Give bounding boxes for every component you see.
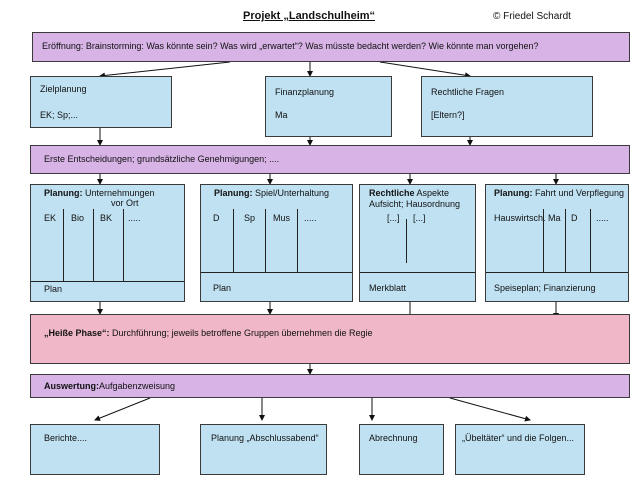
column-label: BK (100, 213, 113, 223)
column-divider (543, 209, 544, 272)
column-divider (93, 209, 94, 282)
legal-questions-title: Rechtliche Fragen (431, 87, 505, 97)
outcome-reports-text: Berichte.... (44, 433, 88, 443)
column-label: D (213, 213, 220, 223)
planning-games-footer: Plan (213, 283, 232, 293)
planning-excursions-footer: Plan (44, 284, 63, 294)
planning-excursions-box: Planung: Unternehmungen vor Ort EK Bio B… (30, 184, 185, 302)
column-label: ..... (128, 213, 141, 223)
page-title: Projekt „Landschulheim“ (243, 10, 376, 22)
column-label: [...] (387, 213, 400, 223)
planning-travel-heading: Planung: Fahrt und Verpflegung (494, 188, 625, 198)
legal-questions-box: Rechtliche Fragen [Eltern?] (421, 76, 593, 137)
outcome-reports-box: Berichte.... (30, 424, 160, 475)
column-divider (590, 209, 591, 272)
hot-phase-text: „Heiße Phase“: Durchführung; jeweils bet… (44, 328, 373, 338)
legal-questions-sub: [Eltern?] (431, 110, 465, 120)
planning-games-box: Planung: Spiel/Unterhaltung D Sp Mus ...… (200, 184, 353, 302)
column-divider (233, 209, 234, 272)
finance-planning-title: Finanzplanung (275, 87, 335, 97)
outcome-accounting-box: Abrechnung (359, 424, 444, 475)
column-label: EK (44, 213, 57, 223)
legal-aspects-box: Rechtliche Aspekte Aufsicht; Hausordnung… (359, 184, 476, 302)
column-label: Mus (273, 213, 291, 223)
planning-travel-footer: Speiseplan; Finanzierung (494, 283, 596, 293)
legal-aspects-heading: Rechtliche Aspekte (369, 188, 450, 198)
planning-excursions-heading: Planung: Unternehmungen (44, 188, 155, 198)
finance-planning-box: Finanzplanung Ma (265, 76, 392, 137)
column-label: ..... (596, 213, 609, 223)
column-label: Hauswirtsch. (494, 213, 546, 223)
decisions-text: Erste Entscheidungen; grundsätzliche Gen… (44, 154, 280, 164)
column-label: Ma (548, 213, 561, 223)
footer-divider (486, 272, 628, 273)
column-label: ..... (304, 213, 317, 223)
footer-divider (360, 272, 475, 273)
finance-planning-sub: Ma (275, 110, 288, 120)
evaluation-text: Auswertung:Aufgabenzweisung (44, 381, 176, 391)
outcome-wrongdoers-text: „Übeltäter“ und die Folgen... (462, 433, 575, 443)
column-label: [...] (413, 213, 426, 223)
outcome-wrongdoers-box: „Übeltäter“ und die Folgen... (455, 424, 585, 475)
outcome-final-evening-box: Planung „Abschlussabend“ (200, 424, 327, 475)
decisions-box: Erste Entscheidungen; grundsätzliche Gen… (30, 145, 630, 174)
author-credit: © Friedel Schardt (493, 11, 571, 22)
footer-divider (31, 281, 184, 282)
column-label: Sp (244, 213, 256, 223)
planning-travel-box: Planung: Fahrt und Verpflegung Hauswirts… (485, 184, 629, 302)
legal-aspects-footer: Merkblatt (369, 283, 407, 293)
column-label: D (571, 213, 578, 223)
planning-games-heading: Planung: Spiel/Unterhaltung (214, 188, 330, 198)
column-divider (63, 209, 64, 282)
evaluation-box: Auswertung:Aufgabenzweisung (30, 374, 630, 398)
outcome-final-evening-text: Planung „Abschlussabend“ (211, 433, 319, 443)
column-divider (406, 219, 407, 263)
column-divider (123, 209, 124, 282)
footer-divider (201, 272, 352, 273)
goal-planning-title: Zielplanung (40, 84, 87, 94)
hot-phase-box: „Heiße Phase“: Durchführung; jeweils bet… (30, 314, 630, 364)
goal-planning-sub: EK; Sp;... (40, 110, 79, 120)
column-divider (565, 209, 566, 272)
legal-aspects-heading-2: Aufsicht; Hausordnung (369, 199, 461, 209)
outcome-accounting-text: Abrechnung (369, 433, 418, 443)
column-divider (265, 209, 266, 272)
opening-text: Eröffnung: Brainstorming: Was könnte sei… (42, 41, 539, 51)
goal-planning-box: Zielplanung EK; Sp;... (30, 76, 172, 128)
opening-box: Eröffnung: Brainstorming: Was könnte sei… (32, 32, 630, 62)
column-label: Bio (71, 213, 85, 223)
planning-excursions-heading-2: vor Ort (111, 198, 139, 208)
column-divider (297, 209, 298, 272)
